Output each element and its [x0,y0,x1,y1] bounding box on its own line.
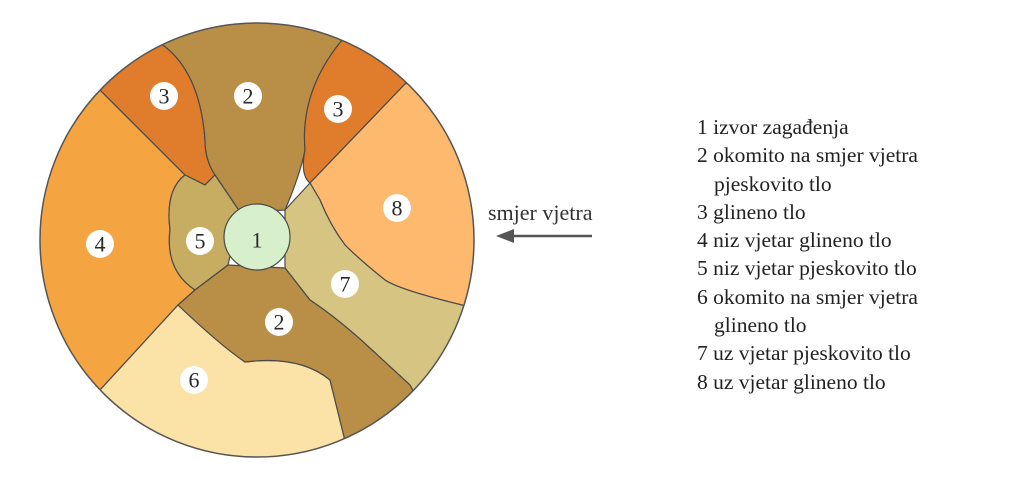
svg-text:7: 7 [340,272,351,297]
legend-item-continuation: pjeskovito tlo [714,171,832,196]
marker-2-top: 2 [234,82,262,110]
legend-item: 2 okomito na smjer vjetra [697,143,918,168]
legend-item: 8 uz vjetar glineno tlo [697,369,886,394]
svg-text:2: 2 [243,84,254,109]
legend-item: 6 okomito na smjer vjetra [697,284,918,309]
pollution-zone-diagram: 1 2 2 3 3 4 5 6 7 8 [39,22,475,458]
marker-3-right: 3 [324,95,352,123]
legend-item: 4 niz vjetar glineno tlo [697,228,892,253]
svg-text:8: 8 [392,196,403,221]
legend-item: 7 uz vjetar pjeskovito tlo [697,341,911,366]
svg-text:2: 2 [274,310,285,335]
svg-text:4: 4 [95,232,106,257]
wind-label: smjer vjetra [488,200,593,225]
marker-2-bottom: 2 [265,308,293,336]
legend-item-continuation: glineno tlo [714,313,807,338]
left-arrow-icon [496,229,592,243]
marker-3-left: 3 [150,82,178,110]
marker-4: 4 [86,230,114,258]
svg-text:5: 5 [195,229,206,254]
svg-text:6: 6 [189,368,200,393]
wind-indicator: smjer vjetra [488,200,618,250]
marker-1: 1 [252,228,263,253]
marker-8: 8 [383,194,411,222]
legend: 1 izvor zagađenja 2 okomito na smjer vjet… [697,113,918,396]
marker-7: 7 [331,270,359,298]
legend-item: 5 niz vjetar pjeskovito tlo [697,256,917,281]
zone-1 [223,203,291,271]
legend-item: 3 glineno tlo [697,199,806,224]
svg-text:1: 1 [252,228,263,253]
legend-item: 1 izvor zagađenja [697,115,849,139]
marker-6: 6 [180,366,208,394]
svg-text:3: 3 [333,97,344,122]
svg-text:3: 3 [159,84,170,109]
diagram-outline [39,22,475,458]
marker-5: 5 [186,227,214,255]
